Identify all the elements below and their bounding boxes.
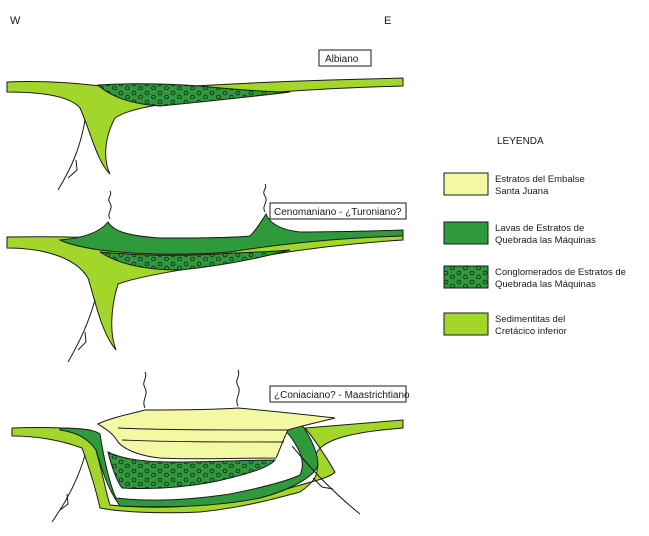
- legend-label-lavas-line1: Lavas de Estratos de: [495, 223, 584, 234]
- cenomaniano-vent-left: [109, 191, 111, 219]
- legend-item-conglomerados: Conglomerados de Estratos de Quebrada la…: [444, 266, 629, 290]
- legend-item-sedimentitas: Sedimentitas del Cretácico inferior: [444, 313, 568, 337]
- legend: LEYENDA Estratos del Embalse Santa Juana…: [444, 136, 629, 337]
- stage-albiano-section: Albiano: [7, 50, 403, 190]
- cenomaniano-vent-right: [264, 184, 266, 212]
- albiano-label: Albiano: [325, 54, 359, 65]
- legend-label-sedimentitas-line1: Sedimentitas del: [495, 314, 565, 325]
- stage-cenomaniano-section: Cenomaniano - ¿Turoniano?: [7, 184, 406, 362]
- cenomaniano-fault: [68, 300, 95, 362]
- maastrichtiano-vent-right: [237, 370, 239, 406]
- legend-swatch-santa-juana: [444, 173, 488, 195]
- legend-label-sedimentitas: Sedimentitas del Cretácico inferior: [495, 314, 568, 337]
- cenomaniano-label: Cenomaniano - ¿Turoniano?: [274, 207, 402, 218]
- legend-label-lavas-line2: Quebrada las Máquinas: [495, 235, 596, 246]
- maastrichtiano-fault-left: [52, 455, 85, 522]
- legend-label-lavas: Lavas de Estratos de Quebrada las Máquin…: [495, 223, 596, 246]
- legend-label-conglomerados: Conglomerados de Estratos de Quebrada la…: [495, 267, 629, 290]
- legend-label-conglomerados-line2: Quebrada las Máquinas: [495, 279, 596, 290]
- legend-label-santa-juana-line1: Estratos del Embalse: [495, 174, 585, 185]
- legend-swatch-conglomerados: [444, 266, 488, 288]
- legend-label-santa-juana-line2: Santa Juana: [495, 186, 549, 197]
- legend-label-sedimentitas-line2: Cretácico inferior: [495, 326, 567, 337]
- legend-label-conglomerados-line1: Conglomerados de Estratos de: [495, 267, 626, 278]
- legend-item-lavas: Lavas de Estratos de Quebrada las Máquin…: [444, 222, 596, 246]
- albiano-fault: [58, 120, 85, 190]
- legend-swatch-lavas: [444, 222, 488, 244]
- cenomaniano-lava-layer: [60, 214, 403, 254]
- east-label: E: [384, 15, 391, 27]
- legend-swatch-sedimentitas: [444, 313, 488, 335]
- stage-maastrichtiano-section: ¿Coniaciano? - Maastrichtiano: [12, 370, 410, 522]
- legend-title: LEYENDA: [497, 136, 544, 147]
- west-label: W: [10, 15, 21, 27]
- maastrichtiano-label: ¿Coniaciano? - Maastrichtiano: [274, 390, 410, 401]
- legend-item-santa-juana: Estratos del Embalse Santa Juana: [444, 173, 587, 197]
- legend-label-santa-juana: Estratos del Embalse Santa Juana: [495, 174, 587, 197]
- maastrichtiano-vent-left: [144, 372, 146, 408]
